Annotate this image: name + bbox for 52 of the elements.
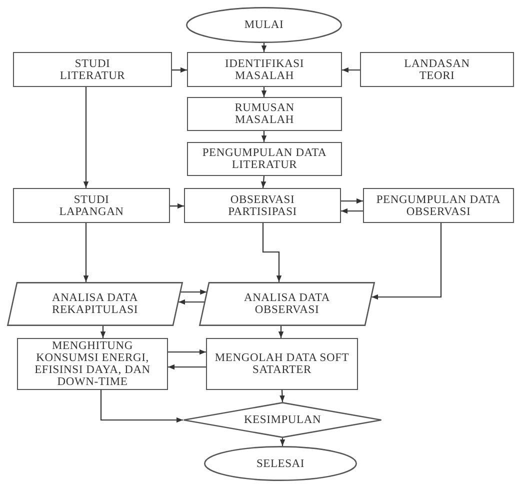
arrow [372, 223, 442, 300]
process-box [184, 188, 341, 223]
data-parallelogram [7, 282, 183, 326]
arrow [168, 349, 206, 355]
node-label: LANDASAN TEORI [403, 58, 471, 82]
arrow [280, 438, 286, 446]
node-label: STUDI LAPANGAN [58, 194, 125, 218]
arrow [260, 176, 266, 188]
arrow [180, 289, 207, 295]
terminal-ellipse [186, 7, 342, 43]
arrow [168, 364, 206, 370]
node-label: ANALISA DATA REKAPITULASI [50, 292, 140, 316]
arrow [341, 198, 363, 204]
node-label: RUMUSAN MASALAH [234, 102, 296, 126]
arrow [178, 299, 204, 305]
node-label: STUDI LITERATUR [58, 58, 126, 82]
process-box [363, 188, 514, 223]
process-box [13, 188, 170, 223]
node-label: IDENTIFIKASI MASALAH [224, 58, 305, 82]
decision-diamond [183, 402, 382, 438]
node-label: MULAI [243, 19, 285, 31]
node-label: MENGHITUNG KONSUMSI ENERGI, EFISINSI DAYA, DAN DOWN-TIME [34, 340, 152, 388]
node-label: ANALISA DATA OBSERVASI [242, 292, 332, 316]
process-box [187, 52, 342, 87]
node-label: PENGUMPULAN DATA LITERATUR [201, 147, 328, 171]
arrow [100, 326, 106, 338]
arrow [261, 43, 267, 52]
arrow [278, 326, 284, 338]
data-parallelogram [199, 282, 375, 326]
arrow [342, 67, 360, 73]
arrow [280, 390, 285, 402]
process-box [187, 142, 342, 176]
node-label: KESIMPULAN [242, 414, 322, 426]
process-box [187, 97, 342, 131]
arrow [262, 223, 282, 282]
node-label: MENGOLAH DATA SOFT SATARTER [214, 352, 350, 376]
node-label: PENGUMPULAN DATA OBSERVASI [375, 194, 502, 218]
arrow [341, 208, 363, 214]
arrow [100, 390, 183, 423]
arrow [170, 203, 184, 209]
process-box [13, 52, 172, 87]
process-box [206, 338, 358, 390]
terminal-ellipse [204, 446, 357, 481]
arrow [83, 87, 89, 188]
process-box [360, 52, 514, 87]
arrow [261, 131, 267, 142]
arrow [83, 223, 89, 282]
node-label: OBSERVASI PARTISIPASI [227, 194, 298, 218]
arrow [261, 87, 267, 97]
arrow [172, 67, 187, 73]
node-label: SELESAI [255, 458, 306, 470]
process-box [17, 338, 168, 390]
